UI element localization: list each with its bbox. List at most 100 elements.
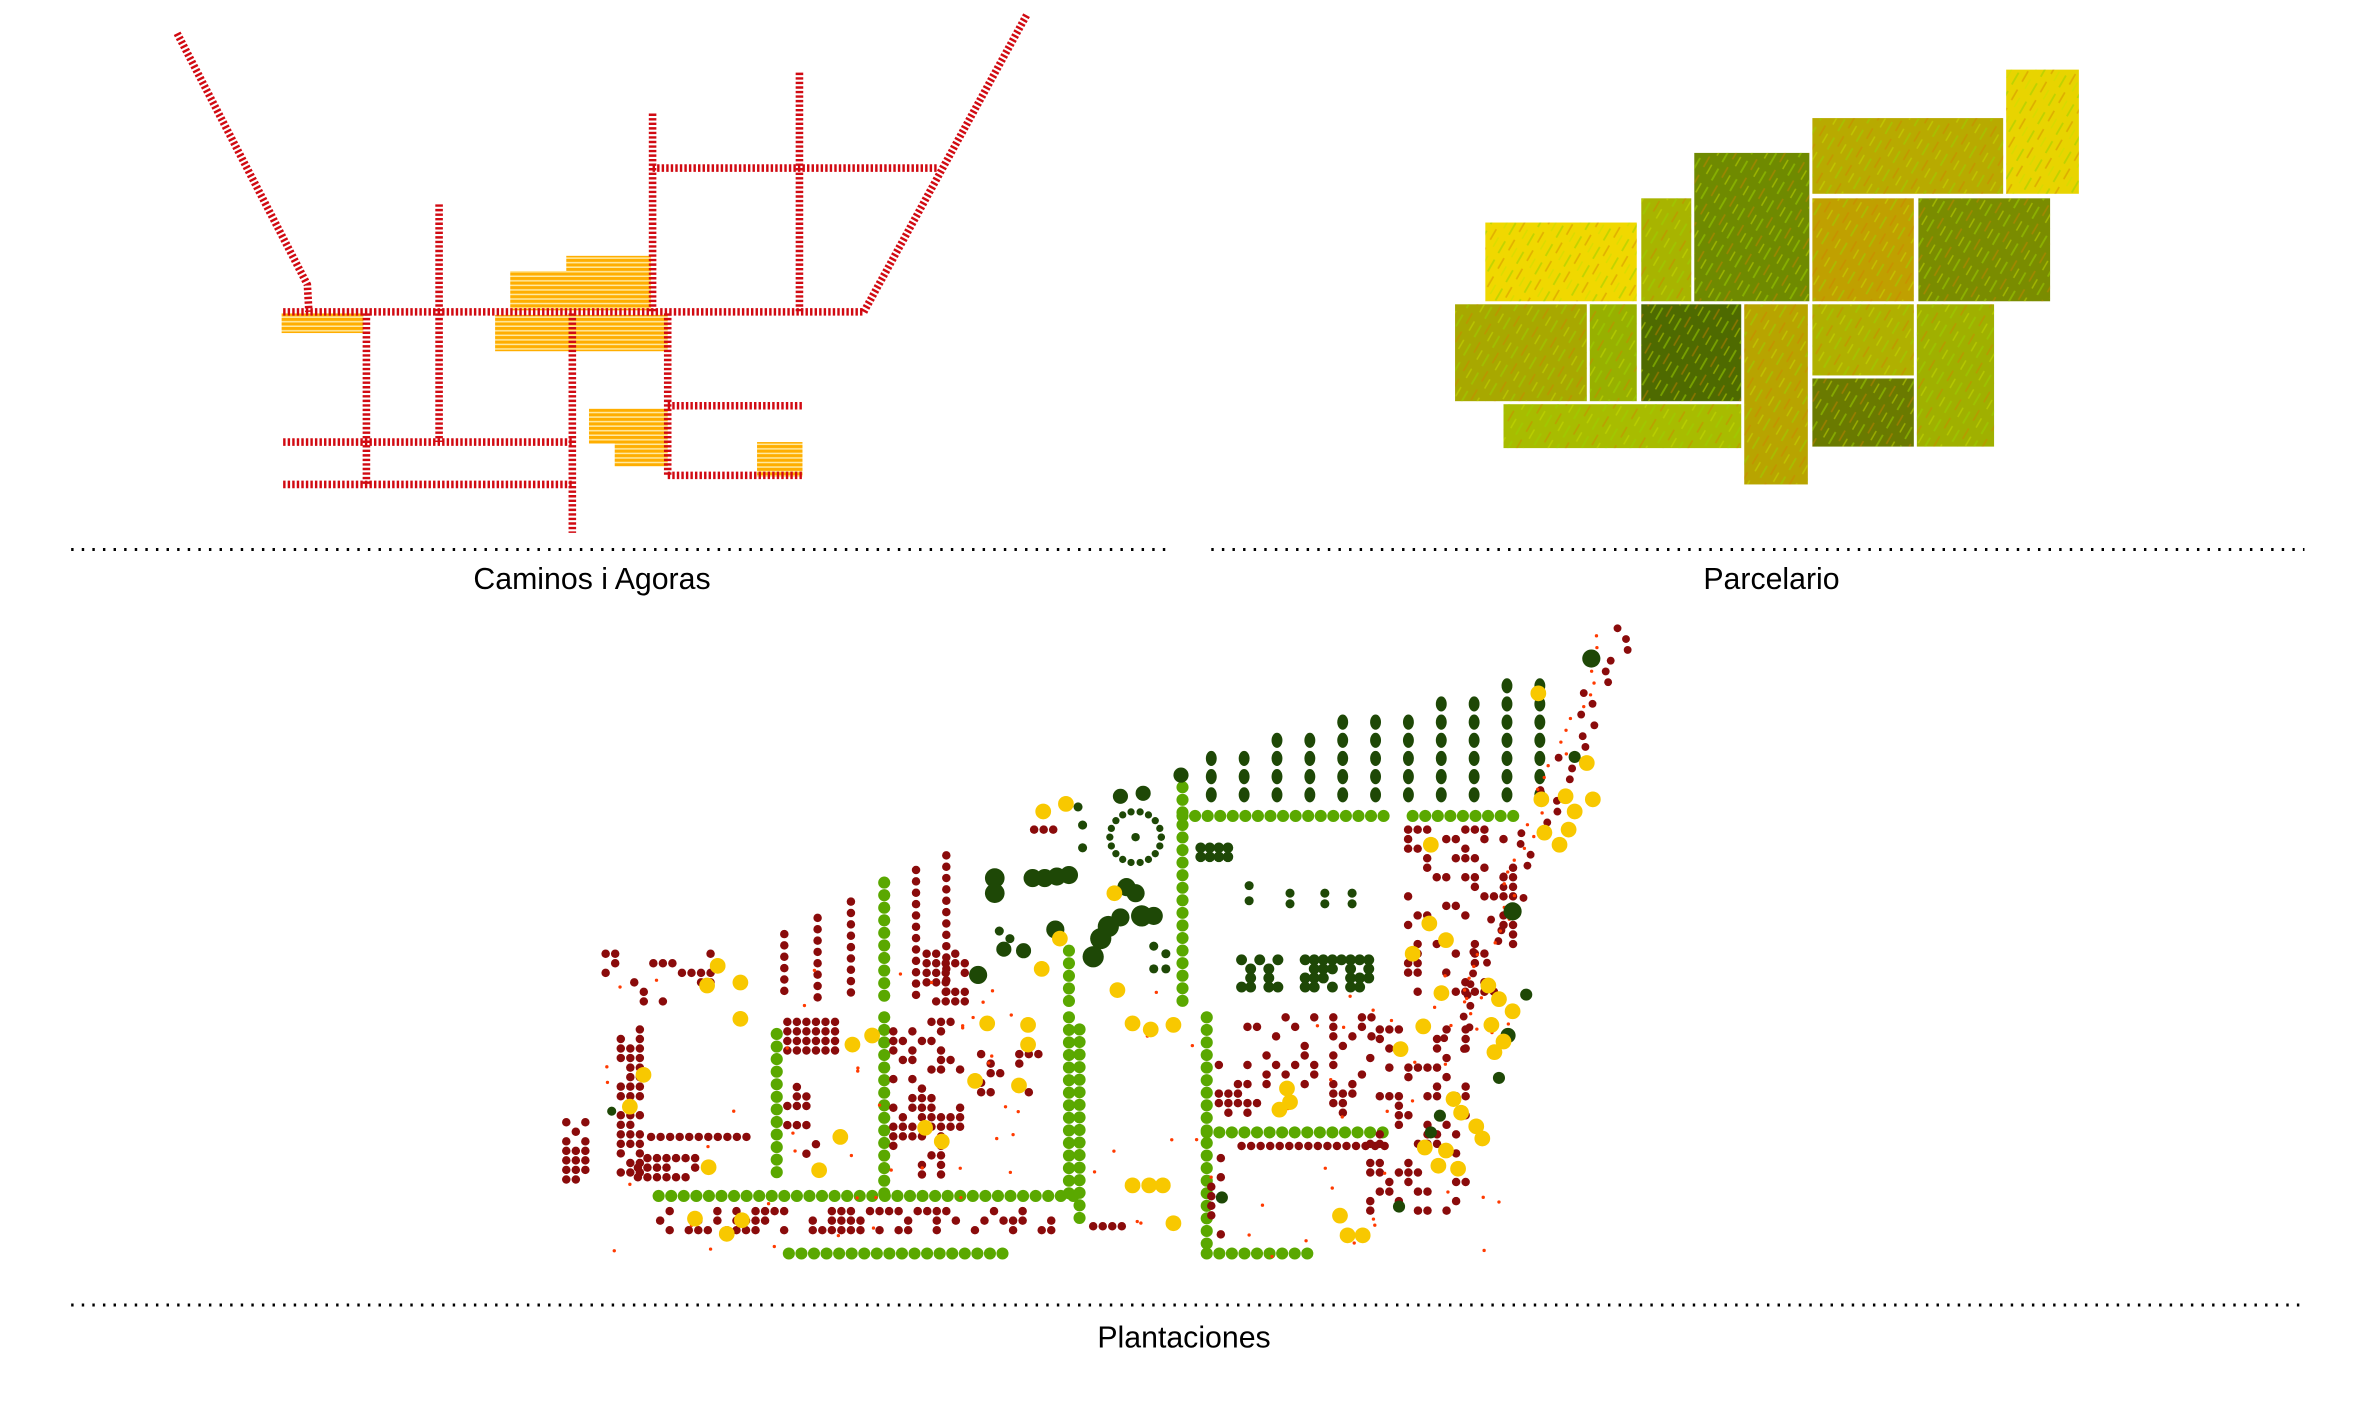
dark-red-tree	[927, 1017, 936, 1027]
light-green-tree	[1314, 809, 1327, 823]
dark-red-tree	[922, 959, 931, 968]
dark-red-tree	[610, 959, 620, 968]
parcel-texture	[1812, 304, 1914, 376]
dark-red-tree	[1413, 1063, 1423, 1072]
dark-red-tree	[1224, 1108, 1233, 1117]
light-green-tree	[1200, 1136, 1213, 1150]
dark-green-tree	[1326, 954, 1338, 966]
dark-red-tree	[643, 1163, 652, 1172]
orange-seedling	[1449, 1023, 1453, 1028]
orange-seedling	[987, 1061, 991, 1065]
dark-green-tree	[1468, 714, 1480, 730]
dark-red-tree	[783, 1120, 792, 1130]
dark-red-tree	[1440, 1034, 1449, 1043]
light-green-tree	[853, 1189, 866, 1203]
orange-seedling	[1170, 1138, 1174, 1142]
light-green-tree	[1200, 1111, 1213, 1124]
dark-red-tree	[1526, 850, 1535, 859]
light-green-tree	[1200, 1099, 1213, 1112]
dark-red-tree	[635, 1130, 645, 1139]
light-green-tree	[1239, 809, 1252, 823]
dark-red-tree	[1357, 1070, 1367, 1079]
light-green-tree	[1200, 1224, 1213, 1237]
dark-red-tree	[687, 968, 696, 978]
dark-red-tree	[1413, 1168, 1423, 1177]
dark-red-tree	[911, 877, 921, 886]
dark-red-tree	[1366, 1158, 1375, 1168]
light-green-tree	[1073, 1023, 1086, 1036]
parcel-texture	[2006, 69, 2079, 194]
dark-red-tree	[813, 970, 822, 979]
dark-green-ring-tree	[1136, 808, 1144, 816]
light-green-tree	[1351, 1126, 1364, 1139]
plantaciones-title: Plantaciones	[1097, 1321, 1270, 1354]
dark-red-tree	[1466, 980, 1475, 989]
orange-seedling	[1011, 1132, 1015, 1137]
light-green-tree	[878, 1023, 891, 1036]
dark-green-tree	[1435, 769, 1447, 785]
light-green-tree	[770, 1040, 783, 1053]
dark-red-tree	[942, 907, 951, 917]
dark-red-tree	[936, 1017, 946, 1027]
light-green-tree	[1213, 1126, 1226, 1139]
dark-green-tree	[1354, 981, 1366, 993]
light-green-tree	[1062, 1111, 1076, 1124]
light-green-tree	[878, 1174, 891, 1187]
parcel-texture	[1812, 198, 1914, 302]
yellow-tree	[1106, 885, 1123, 902]
dark-red-tree	[684, 1225, 694, 1235]
dark-red-tree	[1207, 1211, 1216, 1220]
dark-red-tree	[911, 956, 921, 966]
dark-red-tree	[643, 1172, 652, 1182]
dark-red-tree	[813, 981, 822, 991]
dark-red-tree	[1451, 901, 1461, 911]
dark-green-tree	[1213, 851, 1225, 863]
dark-red-tree	[960, 997, 970, 1006]
dark-red-tree	[1243, 1022, 1252, 1032]
dark-green-tree	[1402, 787, 1414, 803]
dark-green-ring-tree	[1144, 855, 1153, 864]
dark-green-tree	[1501, 714, 1513, 730]
dark-red-tree	[639, 997, 649, 1006]
light-green-tree	[1073, 1136, 1086, 1149]
yellow-tree	[844, 1036, 861, 1053]
orange-seedling	[1247, 1233, 1251, 1237]
dark-red-tree	[792, 1046, 802, 1055]
dark-red-tree	[1422, 825, 1432, 834]
yellow-tree	[699, 977, 715, 994]
dark-red-tree	[626, 1072, 635, 1082]
dark-green-tree	[1263, 963, 1275, 975]
light-green-tree	[878, 1086, 891, 1099]
dark-red-tree	[927, 1151, 936, 1160]
light-green-tree	[690, 1189, 703, 1203]
yellow-tree	[1504, 1003, 1521, 1020]
dark-red-tree	[955, 1103, 965, 1112]
dark-green-tree	[1354, 972, 1366, 984]
dark-green-tree	[1299, 954, 1311, 966]
dark-red-tree	[1262, 1079, 1271, 1089]
orange-seedling	[958, 1166, 962, 1170]
light-green-tree	[1200, 1061, 1213, 1074]
dark-red-tree	[922, 949, 931, 958]
dark-red-tree	[780, 975, 789, 984]
light-green-tree	[1301, 1126, 1314, 1139]
dark-green-tree	[1161, 964, 1171, 974]
dark-red-tree	[1323, 1141, 1332, 1151]
caminos-title: Caminos i Agoras	[473, 563, 710, 596]
dark-red-tree	[1404, 1063, 1413, 1072]
dark-red-tree	[917, 1103, 927, 1112]
dark-green-tree-large	[1424, 1126, 1437, 1139]
dark-red-tree	[1262, 1070, 1271, 1079]
agora-block	[757, 442, 803, 477]
light-green-tree	[878, 1011, 891, 1024]
light-green-tree	[1176, 919, 1189, 932]
orange-seedling	[929, 980, 934, 985]
yellow-tree	[1560, 821, 1577, 838]
dark-red-tree	[656, 1132, 665, 1142]
dark-green-tree	[1337, 714, 1349, 730]
light-green-tree	[1073, 1098, 1086, 1111]
agora-block	[614, 443, 668, 467]
dark-red-tree	[1008, 1225, 1018, 1235]
parcel-texture	[1455, 304, 1587, 402]
dark-red-tree	[1048, 825, 1058, 834]
